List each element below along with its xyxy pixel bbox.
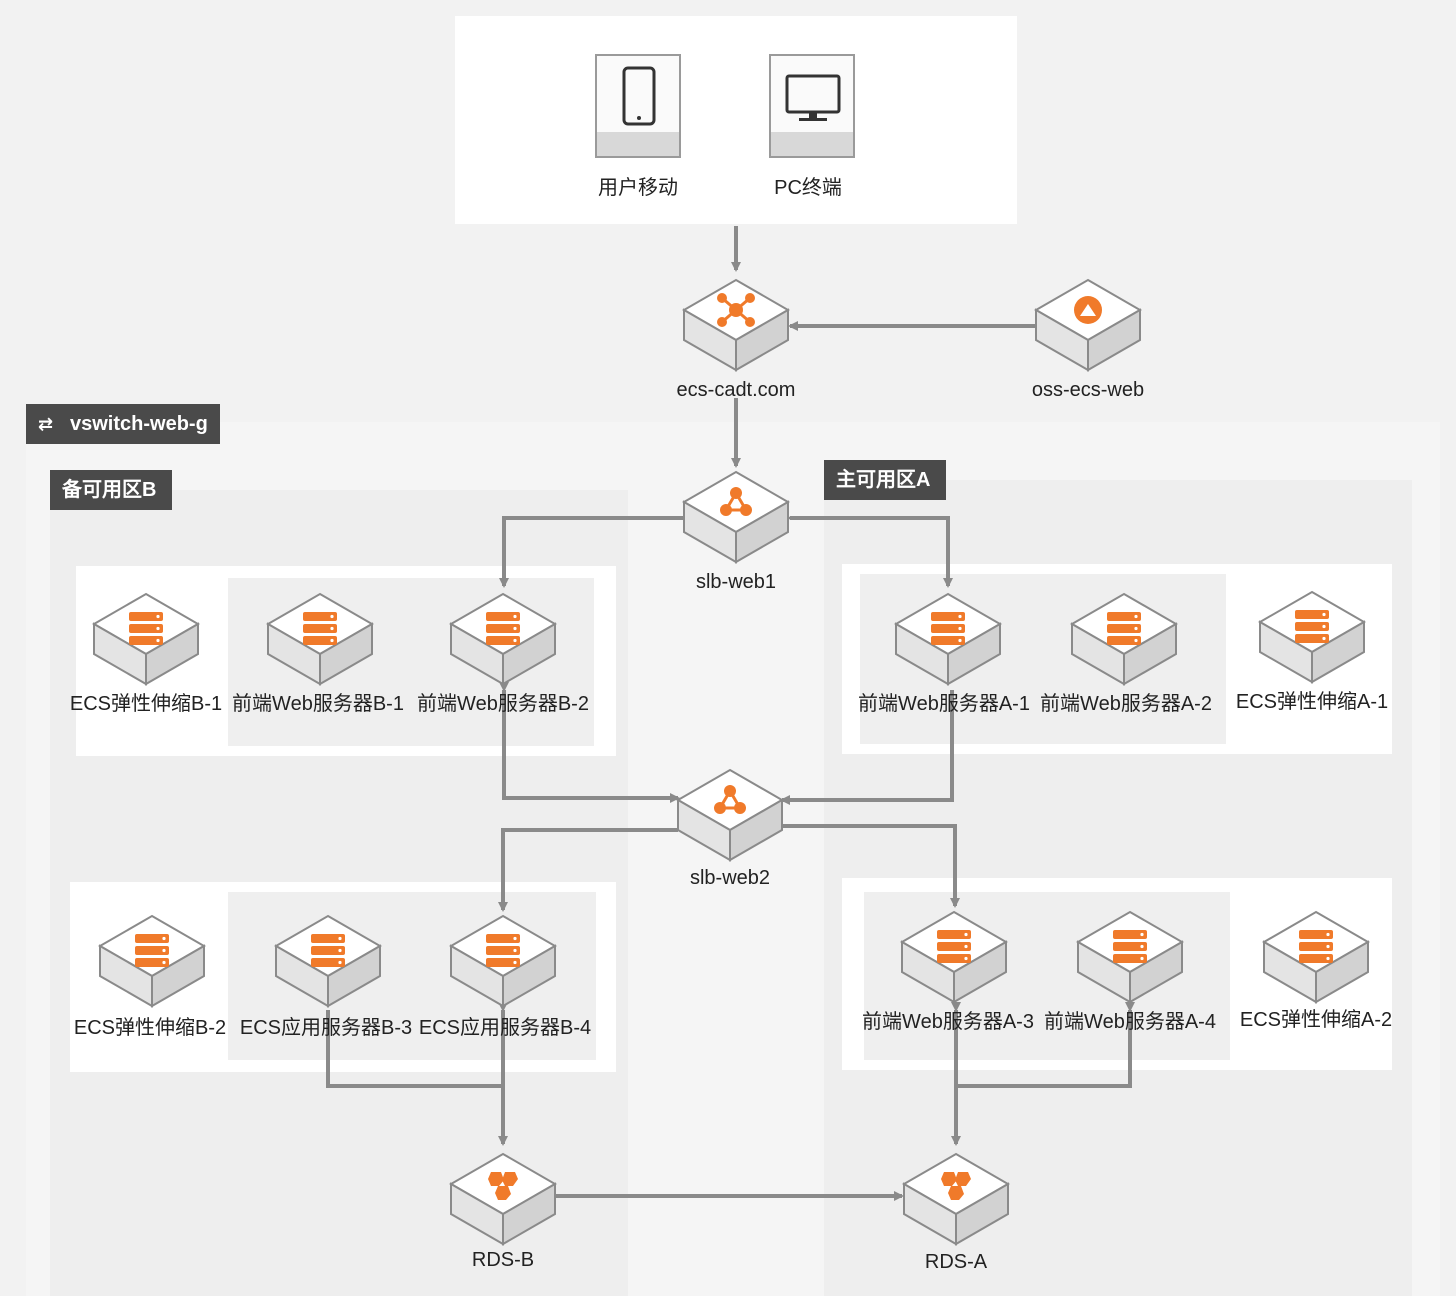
ecs-scaling-a2-cube [1261, 910, 1371, 1004]
server-stack-icon [1107, 612, 1141, 645]
server-stack-icon [135, 934, 169, 967]
backup-zone-tag: 备可用区B [50, 470, 172, 510]
database-cluster-icon [941, 1172, 971, 1200]
ecs-scaling-b2-cube [97, 914, 207, 1008]
rds-a-label: RDS-A [924, 1251, 988, 1273]
edge-a1-slb2 [780, 690, 954, 805]
server-stack-icon [931, 612, 965, 645]
web-server-b2-cube [448, 592, 558, 686]
web-server-a3-node[interactable] [894, 906, 1014, 1006]
dns-cube [681, 278, 791, 372]
monitor-icon [785, 74, 841, 121]
edge-a4-rda [956, 1002, 1135, 1088]
app-server-b3-cube [273, 914, 383, 1008]
smartphone-icon [622, 66, 656, 126]
slb-web1-label: slb-web1 [695, 571, 777, 593]
mobile-device[interactable] [595, 54, 681, 158]
app-server-b4-cube [448, 914, 558, 1008]
server-stack-icon [486, 934, 520, 967]
edge-b3-rds [326, 1010, 503, 1088]
app-server-b3-label: ECS应用服务器B-3 [239, 1017, 413, 1039]
oss-node[interactable] [1028, 274, 1148, 374]
web-server-a4-node[interactable] [1070, 906, 1190, 1006]
ecs-scaling-a1-cube [1257, 590, 1367, 684]
web-server-b1-cube [265, 592, 375, 686]
server-stack-icon [129, 612, 163, 645]
server-stack-icon [1113, 930, 1147, 963]
ecs-scaling-b2-node[interactable] [92, 910, 212, 1010]
ecs-scaling-a2-label: ECS弹性伸缩A-2 [1239, 1009, 1393, 1031]
web-server-b1-label: 前端Web服务器B-1 [232, 693, 404, 715]
oss-label: oss-ecs-web [1031, 379, 1145, 401]
ecs-scaling-b1-node[interactable] [86, 588, 206, 688]
edge-slb2-b4 [498, 825, 686, 912]
rds-b-node[interactable] [443, 1148, 563, 1248]
client-panel [455, 16, 1017, 224]
database-cluster-icon [488, 1172, 518, 1200]
load-balancer-icon [714, 785, 746, 814]
web-server-a2-node[interactable] [1064, 588, 1184, 688]
slb-web2-label: slb-web2 [689, 867, 771, 889]
rds-b-cube [448, 1152, 558, 1246]
slb-web1-node[interactable] [676, 466, 796, 566]
web-server-a1-node[interactable] [888, 588, 1008, 688]
server-stack-icon [1295, 610, 1329, 643]
ecs-scaling-b1-label: ECS弹性伸缩B-1 [69, 693, 223, 715]
web-server-b2-node[interactable] [443, 588, 563, 688]
vswitch-tag: ⇄ vswitch-web-g [26, 404, 220, 444]
web-server-a2-cube [1069, 592, 1179, 686]
ecs-scaling-a1-node[interactable] [1252, 586, 1372, 686]
rds-a-cube [901, 1152, 1011, 1246]
primary-zone-tag: 主可用区A [824, 460, 946, 500]
vswitch-label: vswitch-web-g [70, 413, 208, 435]
ecs-scaling-a2-node[interactable] [1256, 906, 1376, 1006]
pc-device[interactable] [769, 54, 855, 158]
load-balancer-icon [720, 487, 752, 516]
network-hub-icon [717, 293, 755, 327]
ecs-scaling-b1-cube [91, 592, 201, 686]
server-stack-icon [311, 934, 345, 967]
web-server-a3-label: 前端Web服务器A-3 [862, 1011, 1034, 1033]
web-server-a3-cube [899, 910, 1009, 1004]
oss-cube [1033, 278, 1143, 372]
object-storage-icon [1074, 296, 1102, 324]
server-stack-icon [303, 612, 337, 645]
rds-b-label: RDS-B [471, 1249, 535, 1271]
edge-slb1-b2 [499, 513, 692, 588]
web-server-a1-cube [893, 592, 1003, 686]
web-server-a2-label: 前端Web服务器A-2 [1040, 693, 1212, 715]
web-server-a1-label: 前端Web服务器A-1 [858, 693, 1030, 715]
web-server-a4-cube [1075, 910, 1185, 1004]
server-stack-icon [937, 930, 971, 963]
app-server-b3-node[interactable] [268, 910, 388, 1010]
dns-node[interactable] [676, 274, 796, 374]
web-server-b1-node[interactable] [260, 588, 380, 688]
slb-web2-node[interactable] [670, 764, 790, 864]
server-stack-icon [486, 612, 520, 645]
dns-label: ecs-cadt.com [676, 379, 796, 401]
app-server-b4-label: ECS应用服务器B-4 [418, 1017, 592, 1039]
edge-slb2-a3 [774, 821, 960, 908]
web-server-a4-label: 前端Web服务器A-4 [1044, 1011, 1216, 1033]
server-stack-icon [1299, 930, 1333, 963]
web-server-b2-label: 前端Web服务器B-2 [417, 693, 589, 715]
slb-web2-cube [675, 768, 785, 862]
switch-arrows-icon: ⇄ [38, 414, 54, 434]
mobile-label: 用户移动 [598, 177, 678, 199]
pc-label: PC终端 [774, 177, 842, 199]
edge-b2-slb2 [499, 682, 680, 803]
ecs-scaling-a1-label: ECS弹性伸缩A-1 [1235, 691, 1389, 713]
slb-web1-cube [681, 470, 791, 564]
edge-slb1-a1 [782, 513, 953, 588]
ecs-scaling-b2-label: ECS弹性伸缩B-2 [73, 1017, 227, 1039]
rds-a-node[interactable] [896, 1148, 1016, 1248]
app-server-b4-node[interactable] [443, 910, 563, 1010]
